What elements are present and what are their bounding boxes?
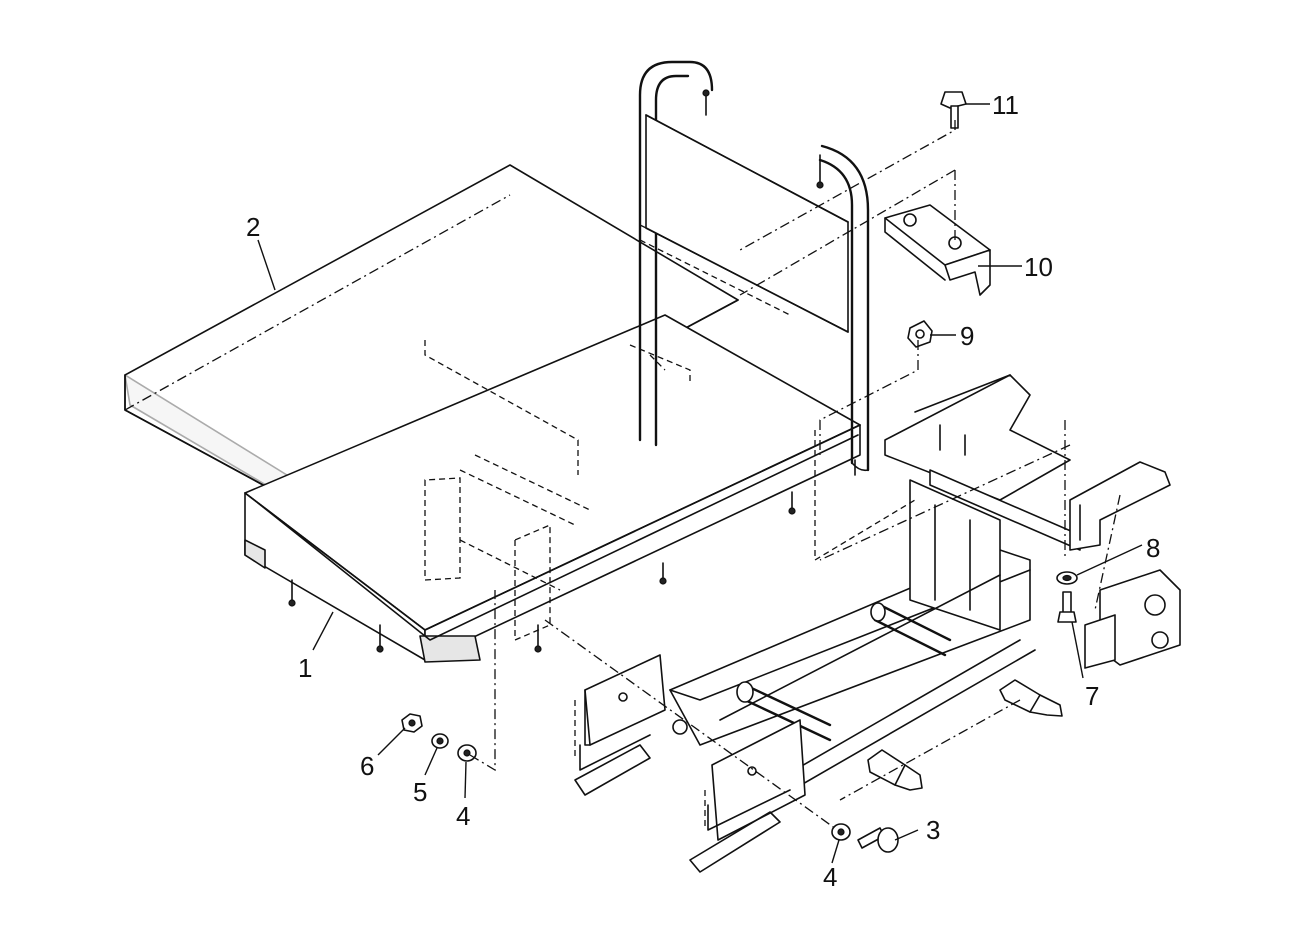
- callout-11: 11: [992, 90, 1019, 120]
- part-4-washer-left: [457, 744, 477, 762]
- callout-10: 10: [1024, 252, 1053, 282]
- part-11-bolt: [940, 91, 967, 129]
- part-8-washer: [1056, 571, 1078, 585]
- assembly-center-lines: [469, 120, 1121, 830]
- part-10-bracket: [884, 204, 991, 296]
- callout-leaders: [257, 103, 1143, 864]
- axle-pin-upper: [999, 679, 1063, 717]
- part-3-bolt: [857, 827, 899, 853]
- callout-9: 9: [960, 321, 974, 351]
- callout-8: 8: [1146, 533, 1160, 563]
- part-4-washer-lower: [831, 823, 851, 841]
- callout-4-left: 4: [456, 801, 470, 831]
- part-6-nut: [401, 713, 423, 733]
- callout-labels: 2 1 6 5 4 4 3 7 8 9 10 11: [246, 90, 1160, 892]
- axle-pin-lower: [867, 749, 923, 791]
- part-5-washer: [431, 733, 449, 749]
- callout-1: 1: [298, 653, 312, 683]
- part-1-tray-base: [244, 224, 861, 663]
- base-chassis: [574, 374, 1181, 873]
- part-7-screw: [1057, 591, 1077, 623]
- callout-4-lower: 4: [823, 862, 837, 892]
- backrest-frame: [638, 60, 870, 472]
- callout-6: 6: [360, 751, 374, 781]
- callout-3: 3: [926, 815, 940, 845]
- callout-7: 7: [1085, 681, 1099, 711]
- callout-2: 2: [246, 212, 260, 242]
- part-9-nut: [907, 320, 933, 348]
- callout-5: 5: [413, 777, 427, 807]
